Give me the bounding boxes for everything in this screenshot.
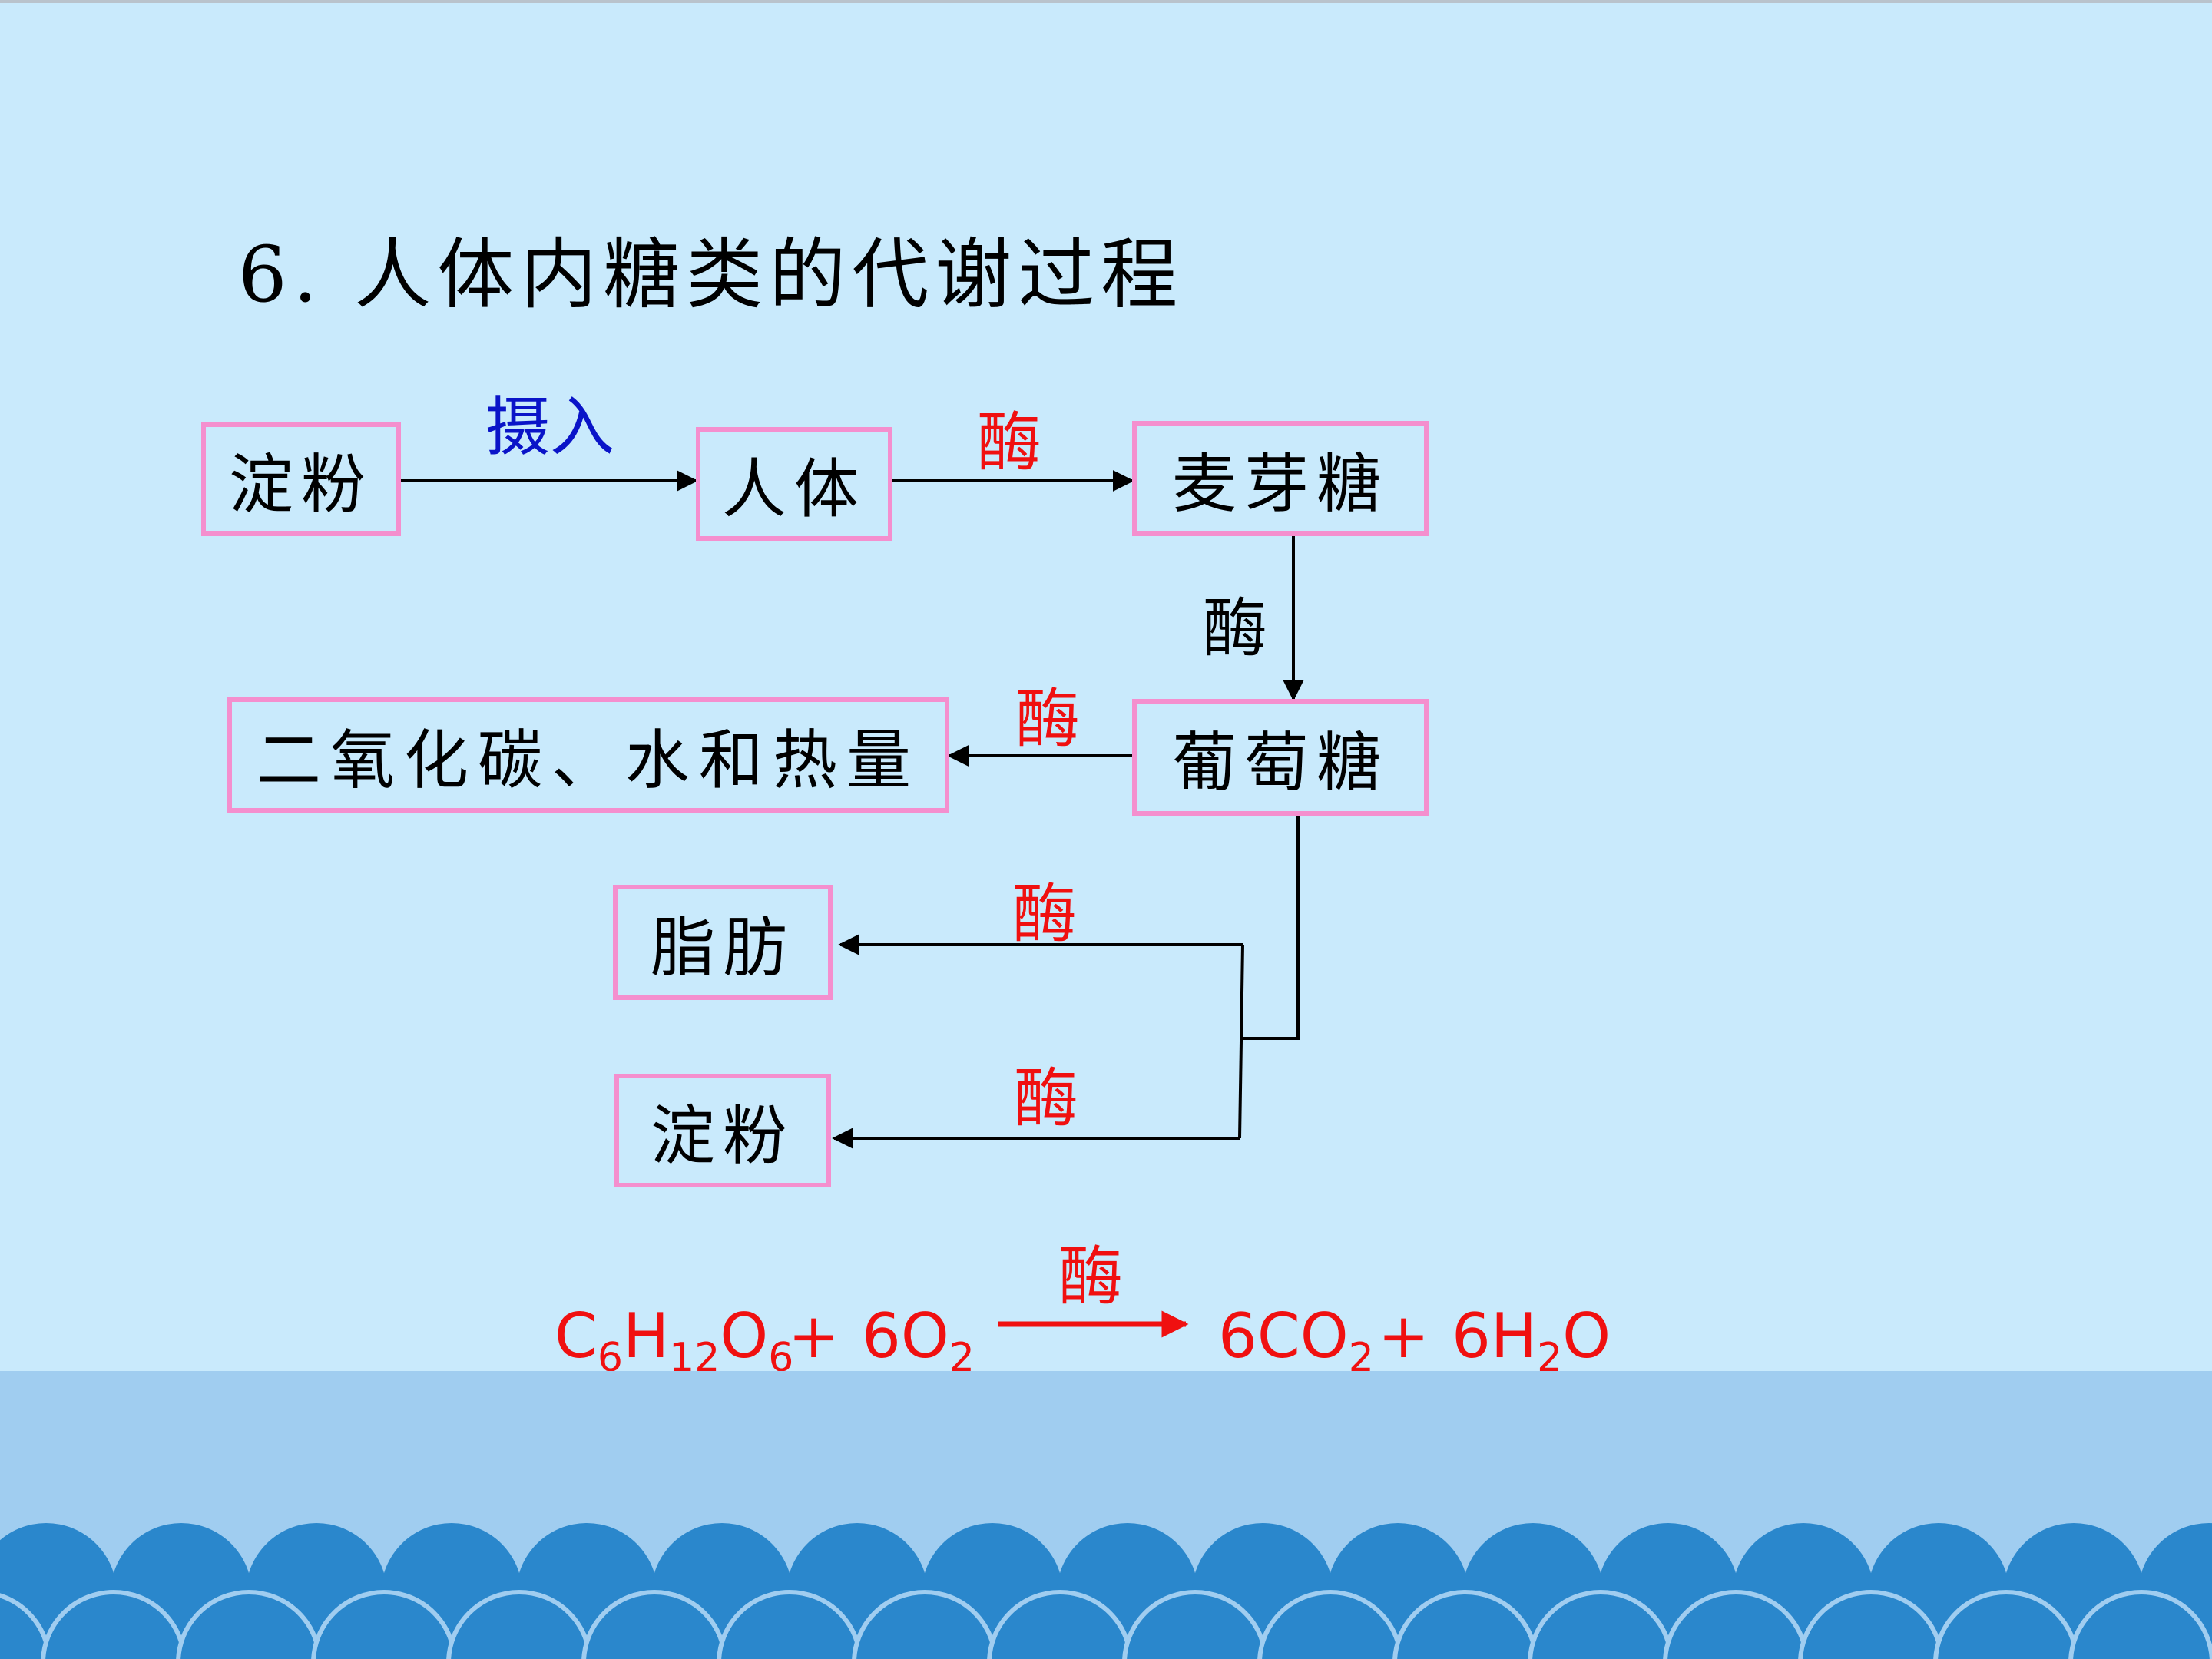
equation-product-water: 6H2O	[1452, 1300, 1611, 1381]
wave-crest	[717, 1590, 863, 1659]
decorative-wave-band	[0, 1371, 2212, 1659]
wave-crest	[581, 1590, 727, 1659]
slide-title: 6. 人体内糖类的代谢过程	[238, 230, 1184, 320]
equation-plus-1: +	[788, 1300, 840, 1372]
wave-crest	[446, 1590, 592, 1659]
label-enzyme-glucose-fat: 酶	[1012, 876, 1078, 952]
wave-crest	[987, 1590, 1133, 1659]
wave-crest	[1392, 1590, 1538, 1659]
node-maltose: 麦芽糖	[1132, 421, 1429, 536]
wave-crest	[1933, 1590, 2079, 1659]
equation-plus-2: +	[1378, 1300, 1430, 1372]
wave-crest	[0, 1593, 51, 1659]
wave-crest	[176, 1590, 322, 1659]
node-starch-bottom: 淀粉	[614, 1074, 831, 1187]
wave-crest	[1798, 1590, 1944, 1659]
label-ingest: 摄入	[485, 389, 615, 465]
node-co2-water-heat: 二氧化碳、水和热量	[227, 697, 949, 813]
equation-product-co2: 6CO2	[1218, 1300, 1374, 1381]
label-enzyme-glucose-co2: 酶	[1015, 681, 1081, 757]
label-enzyme-glucose-starch: 酶	[1014, 1061, 1079, 1136]
wave-crest	[1122, 1590, 1268, 1659]
wave-crest	[1257, 1590, 1403, 1659]
node-human-body: 人体	[696, 427, 892, 541]
label-enzyme-maltose-glucose: 酶	[1203, 591, 1268, 666]
equation-reactant-oxygen: 6O2	[862, 1300, 975, 1381]
node-glucose: 葡萄糖	[1132, 699, 1429, 816]
wave-crest	[852, 1590, 998, 1659]
top-border-line	[0, 0, 2212, 3]
equation-reactant-glucose: C6H12O6	[555, 1300, 794, 1381]
node-fat: 脂肪	[613, 885, 833, 1000]
wave-crest	[1528, 1590, 1674, 1659]
wave-crest	[41, 1590, 187, 1659]
wave-crest	[2068, 1590, 2212, 1659]
branch-trunk	[1238, 944, 1244, 1139]
equation-catalyst-label: 酶	[1058, 1239, 1124, 1314]
branch-line-glucose	[1243, 816, 1300, 1040]
node-starch-top: 淀粉	[201, 422, 401, 536]
wave-crest	[311, 1590, 457, 1659]
label-enzyme-body-maltose: 酶	[977, 405, 1042, 480]
wave-crest	[1663, 1590, 1809, 1659]
